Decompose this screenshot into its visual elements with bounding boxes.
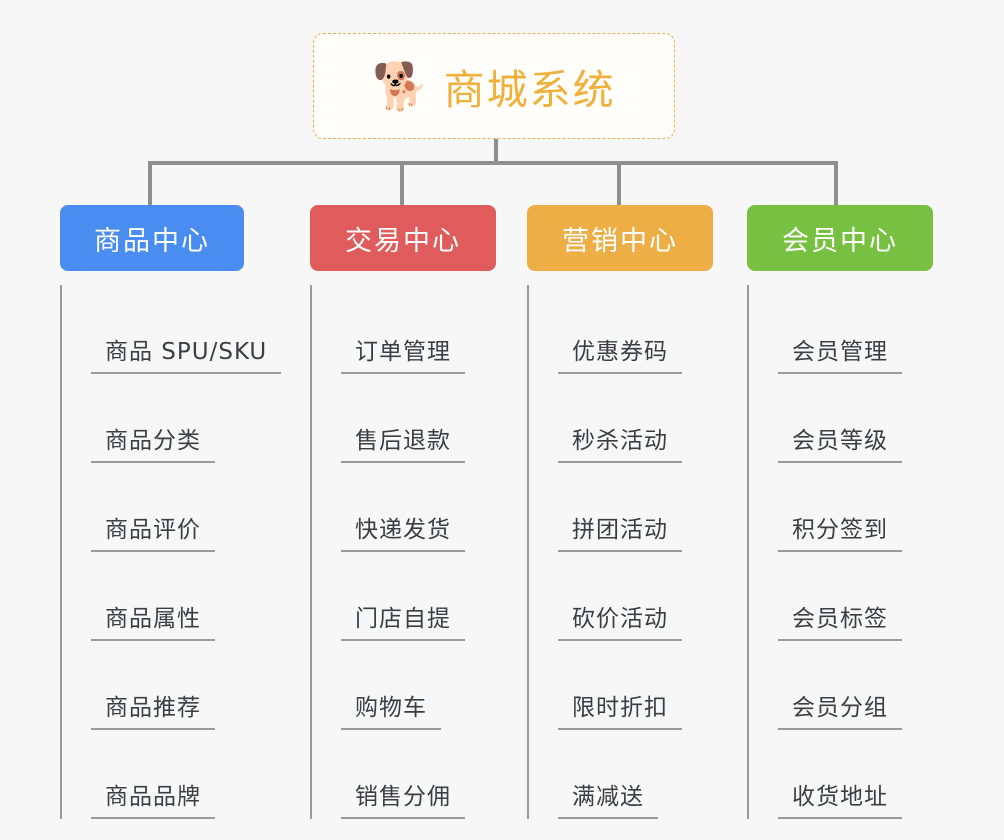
list-item-label: 会员管理	[778, 332, 902, 374]
list-item-label: 商品品牌	[91, 777, 215, 819]
list-item[interactable]: 满减送	[542, 730, 736, 819]
list-item-label: 拼团活动	[558, 510, 682, 552]
list-item-label: 秒杀活动	[558, 421, 682, 463]
category-header-trade-center[interactable]: 交易中心	[310, 205, 496, 271]
list-item-label: 门店自提	[341, 599, 465, 641]
connector-root-stem	[494, 139, 498, 163]
list-item[interactable]: 商品属性	[75, 552, 269, 641]
list-item-label: 积分签到	[778, 510, 902, 552]
category-header-product-center[interactable]: 商品中心	[60, 205, 244, 271]
list-item-label: 收货地址	[778, 777, 902, 819]
list-item[interactable]: 购物车	[325, 641, 519, 730]
list-item[interactable]: 商品分类	[75, 374, 269, 463]
list-item-label: 商品评价	[91, 510, 215, 552]
root-node[interactable]: 🐕 商城系统	[313, 33, 675, 139]
list-item[interactable]: 商品 SPU/SKU	[75, 285, 282, 374]
category-header-label: 营销中心	[562, 225, 678, 257]
category-header-marketing-center[interactable]: 营销中心	[527, 205, 713, 271]
list-item[interactable]: 积分签到	[762, 463, 956, 552]
connector-drop-4	[834, 161, 838, 205]
category-header-label: 会员中心	[782, 225, 898, 257]
leaf-list-trade-center: 订单管理 售后退款 快递发货 门店自提 购物车 销售分佣	[310, 285, 519, 819]
list-item[interactable]: 优惠券码	[542, 285, 736, 374]
list-item[interactable]: 拼团活动	[542, 463, 736, 552]
page-title: 商城系统	[443, 66, 616, 114]
list-item-label: 快递发货	[341, 510, 465, 552]
list-item[interactable]: 会员标签	[762, 552, 956, 641]
category-header-member-center[interactable]: 会员中心	[747, 205, 933, 271]
list-item-label: 限时折扣	[558, 688, 682, 730]
list-item-label: 销售分佣	[341, 777, 465, 819]
list-item[interactable]: 会员分组	[762, 641, 956, 730]
list-item-label: 满减送	[558, 777, 658, 819]
list-item-label: 商品分类	[91, 421, 215, 463]
branch-column-product-center: 商品中心 商品 SPU/SKU 商品分类 商品评价 商品属性 商品推荐 商品品牌	[60, 205, 282, 819]
category-header-label: 交易中心	[345, 225, 461, 257]
branch-column-marketing-center: 营销中心 优惠券码 秒杀活动 拼团活动 砍价活动 限时折扣 满减送	[527, 205, 749, 819]
list-item[interactable]: 门店自提	[325, 552, 519, 641]
list-item[interactable]: 会员管理	[762, 285, 956, 374]
list-item-label: 会员标签	[778, 599, 902, 641]
list-item[interactable]: 秒杀活动	[542, 374, 736, 463]
list-item[interactable]: 商品评价	[75, 463, 269, 552]
list-item[interactable]: 商品品牌	[75, 730, 269, 819]
leaf-list-member-center: 会员管理 会员等级 积分签到 会员标签 会员分组 收货地址	[747, 285, 956, 819]
list-item[interactable]: 订单管理	[325, 285, 519, 374]
branch-column-trade-center: 交易中心 订单管理 售后退款 快递发货 门店自提 购物车 销售分佣	[310, 205, 532, 819]
connector-horizontal-bus	[148, 161, 838, 165]
category-header-label: 商品中心	[94, 225, 210, 257]
shiba-dog-face-icon: 🐕	[372, 59, 430, 113]
list-item-label: 优惠券码	[558, 332, 682, 374]
branch-column-member-center: 会员中心 会员管理 会员等级 积分签到 会员标签 会员分组 收货地址	[747, 205, 969, 819]
connector-drop-1	[148, 161, 152, 205]
list-item-label: 商品推荐	[91, 688, 215, 730]
list-item[interactable]: 收货地址	[762, 730, 956, 819]
list-item-label: 订单管理	[341, 332, 465, 374]
leaf-list-product-center: 商品 SPU/SKU 商品分类 商品评价 商品属性 商品推荐 商品品牌	[60, 285, 282, 819]
connector-drop-3	[617, 161, 621, 205]
list-item-label: 商品属性	[91, 599, 215, 641]
list-item[interactable]: 商品推荐	[75, 641, 269, 730]
list-item[interactable]: 限时折扣	[542, 641, 736, 730]
list-item-label: 购物车	[341, 688, 441, 730]
list-item[interactable]: 快递发货	[325, 463, 519, 552]
list-item[interactable]: 砍价活动	[542, 552, 736, 641]
list-item-label: 会员分组	[778, 688, 902, 730]
list-item[interactable]: 售后退款	[325, 374, 519, 463]
connector-drop-2	[400, 161, 404, 205]
list-item[interactable]: 会员等级	[762, 374, 956, 463]
list-item-label: 会员等级	[778, 421, 902, 463]
list-item-label: 砍价活动	[558, 599, 682, 641]
list-item-label: 商品 SPU/SKU	[91, 332, 282, 374]
list-item-label: 售后退款	[341, 421, 465, 463]
leaf-list-marketing-center: 优惠券码 秒杀活动 拼团活动 砍价活动 限时折扣 满减送	[527, 285, 736, 819]
list-item[interactable]: 销售分佣	[325, 730, 519, 819]
